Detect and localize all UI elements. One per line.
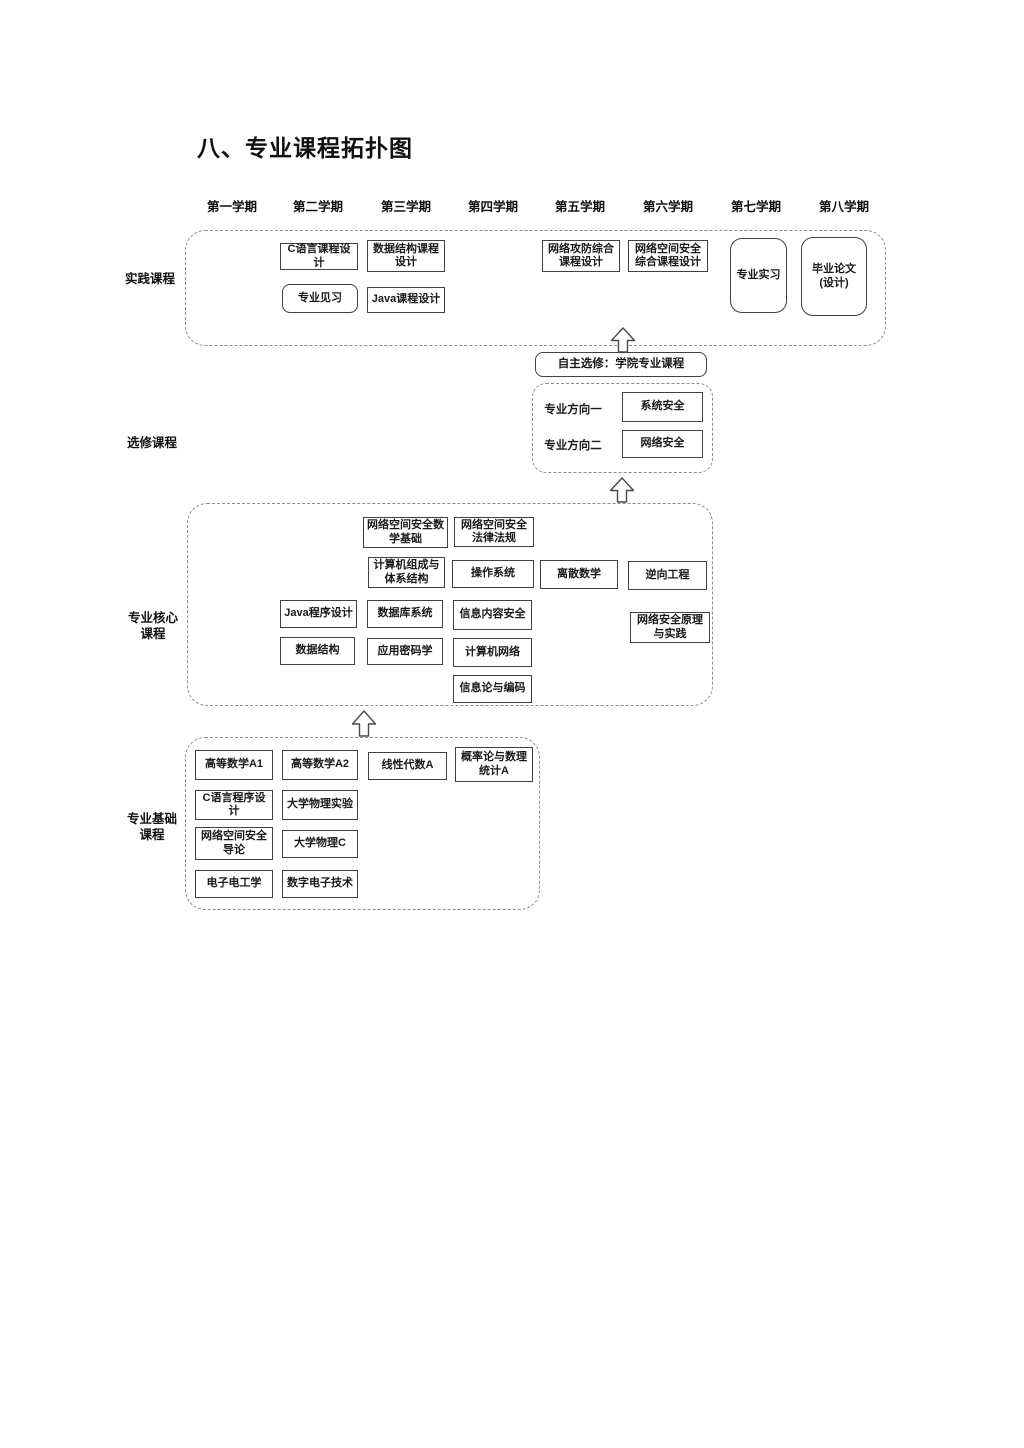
course-box: 网络空间安全导论 bbox=[195, 827, 273, 860]
core-section-border bbox=[187, 503, 713, 706]
course-box: 概率论与数理统计A bbox=[455, 747, 533, 782]
practical-section-label: 实践课程 bbox=[124, 272, 175, 286]
course-box: 数据结构课程设计 bbox=[367, 240, 445, 272]
course-box: 计算机组成与体系结构 bbox=[368, 557, 445, 588]
course-box: 专业见习 bbox=[282, 284, 358, 313]
course-box: 信息论与编码 bbox=[453, 675, 532, 703]
elective-section-label: 选修课程 bbox=[126, 436, 177, 450]
basic-section-border bbox=[185, 737, 540, 910]
course-box: 数据库系统 bbox=[367, 600, 443, 628]
semester-header-6: 第六学期 bbox=[642, 200, 693, 214]
course-box: 信息内容安全 bbox=[453, 600, 532, 630]
course-box: Java课程设计 bbox=[367, 287, 445, 313]
course-box: 数字电子技术 bbox=[282, 870, 358, 898]
direction-label: 专业方向一 bbox=[544, 404, 602, 416]
practical-section-border bbox=[185, 230, 886, 346]
semester-header-2: 第二学期 bbox=[292, 200, 343, 214]
course-box: 高等数学A2 bbox=[282, 750, 358, 780]
course-box: 专业实习 bbox=[730, 238, 787, 313]
course-box: 网络空间安全综合课程设计 bbox=[628, 240, 708, 272]
course-box: 网络安全原理与实践 bbox=[630, 612, 710, 643]
course-box: 高等数学A1 bbox=[195, 750, 273, 780]
course-box: 网络安全 bbox=[622, 430, 703, 458]
course-box: C语言课程设计 bbox=[280, 243, 358, 270]
course-box: Java程序设计 bbox=[280, 600, 357, 628]
self-elective-box: 自主选修：学院专业课程 bbox=[535, 352, 707, 377]
course-box: 离散数学 bbox=[540, 560, 618, 589]
course-box: 毕业论文(设计) bbox=[801, 237, 867, 316]
semester-header-1: 第一学期 bbox=[206, 200, 257, 214]
course-box: 网络攻防综合课程设计 bbox=[542, 240, 620, 272]
course-box: 逆向工程 bbox=[628, 561, 707, 590]
page-title: 八、专业课程拓扑图 bbox=[197, 135, 413, 161]
course-box: 网络空间安全法律法规 bbox=[454, 517, 534, 547]
course-box: 网络空间安全数学基础 bbox=[363, 517, 448, 548]
course-box: 系统安全 bbox=[622, 392, 703, 422]
up-arrow-icon bbox=[351, 710, 377, 737]
course-box: 应用密码学 bbox=[367, 638, 443, 665]
course-box: 计算机网络 bbox=[453, 638, 532, 667]
course-box: 大学物理C bbox=[282, 830, 358, 858]
semester-header-4: 第四学期 bbox=[467, 200, 518, 214]
up-arrow-icon bbox=[610, 327, 636, 353]
basic-section-label: 专业基础 课程 bbox=[126, 812, 177, 842]
course-box: C语言程序设计 bbox=[195, 790, 273, 820]
direction-label: 专业方向二 bbox=[544, 440, 602, 452]
semester-header-7: 第七学期 bbox=[730, 200, 781, 214]
course-box: 电子电工学 bbox=[195, 870, 273, 898]
semester-header-8: 第八学期 bbox=[818, 200, 869, 214]
course-box: 线性代数A bbox=[368, 752, 447, 780]
semester-header-3: 第三学期 bbox=[380, 200, 431, 214]
course-box: 数据结构 bbox=[280, 637, 355, 665]
elective-section-border bbox=[532, 383, 713, 473]
core-section-label: 专业核心 课程 bbox=[127, 611, 178, 641]
up-arrow-icon bbox=[609, 477, 635, 503]
semester-header-5: 第五学期 bbox=[554, 200, 605, 214]
course-box: 操作系统 bbox=[452, 560, 534, 588]
course-box: 大学物理实验 bbox=[282, 790, 358, 820]
